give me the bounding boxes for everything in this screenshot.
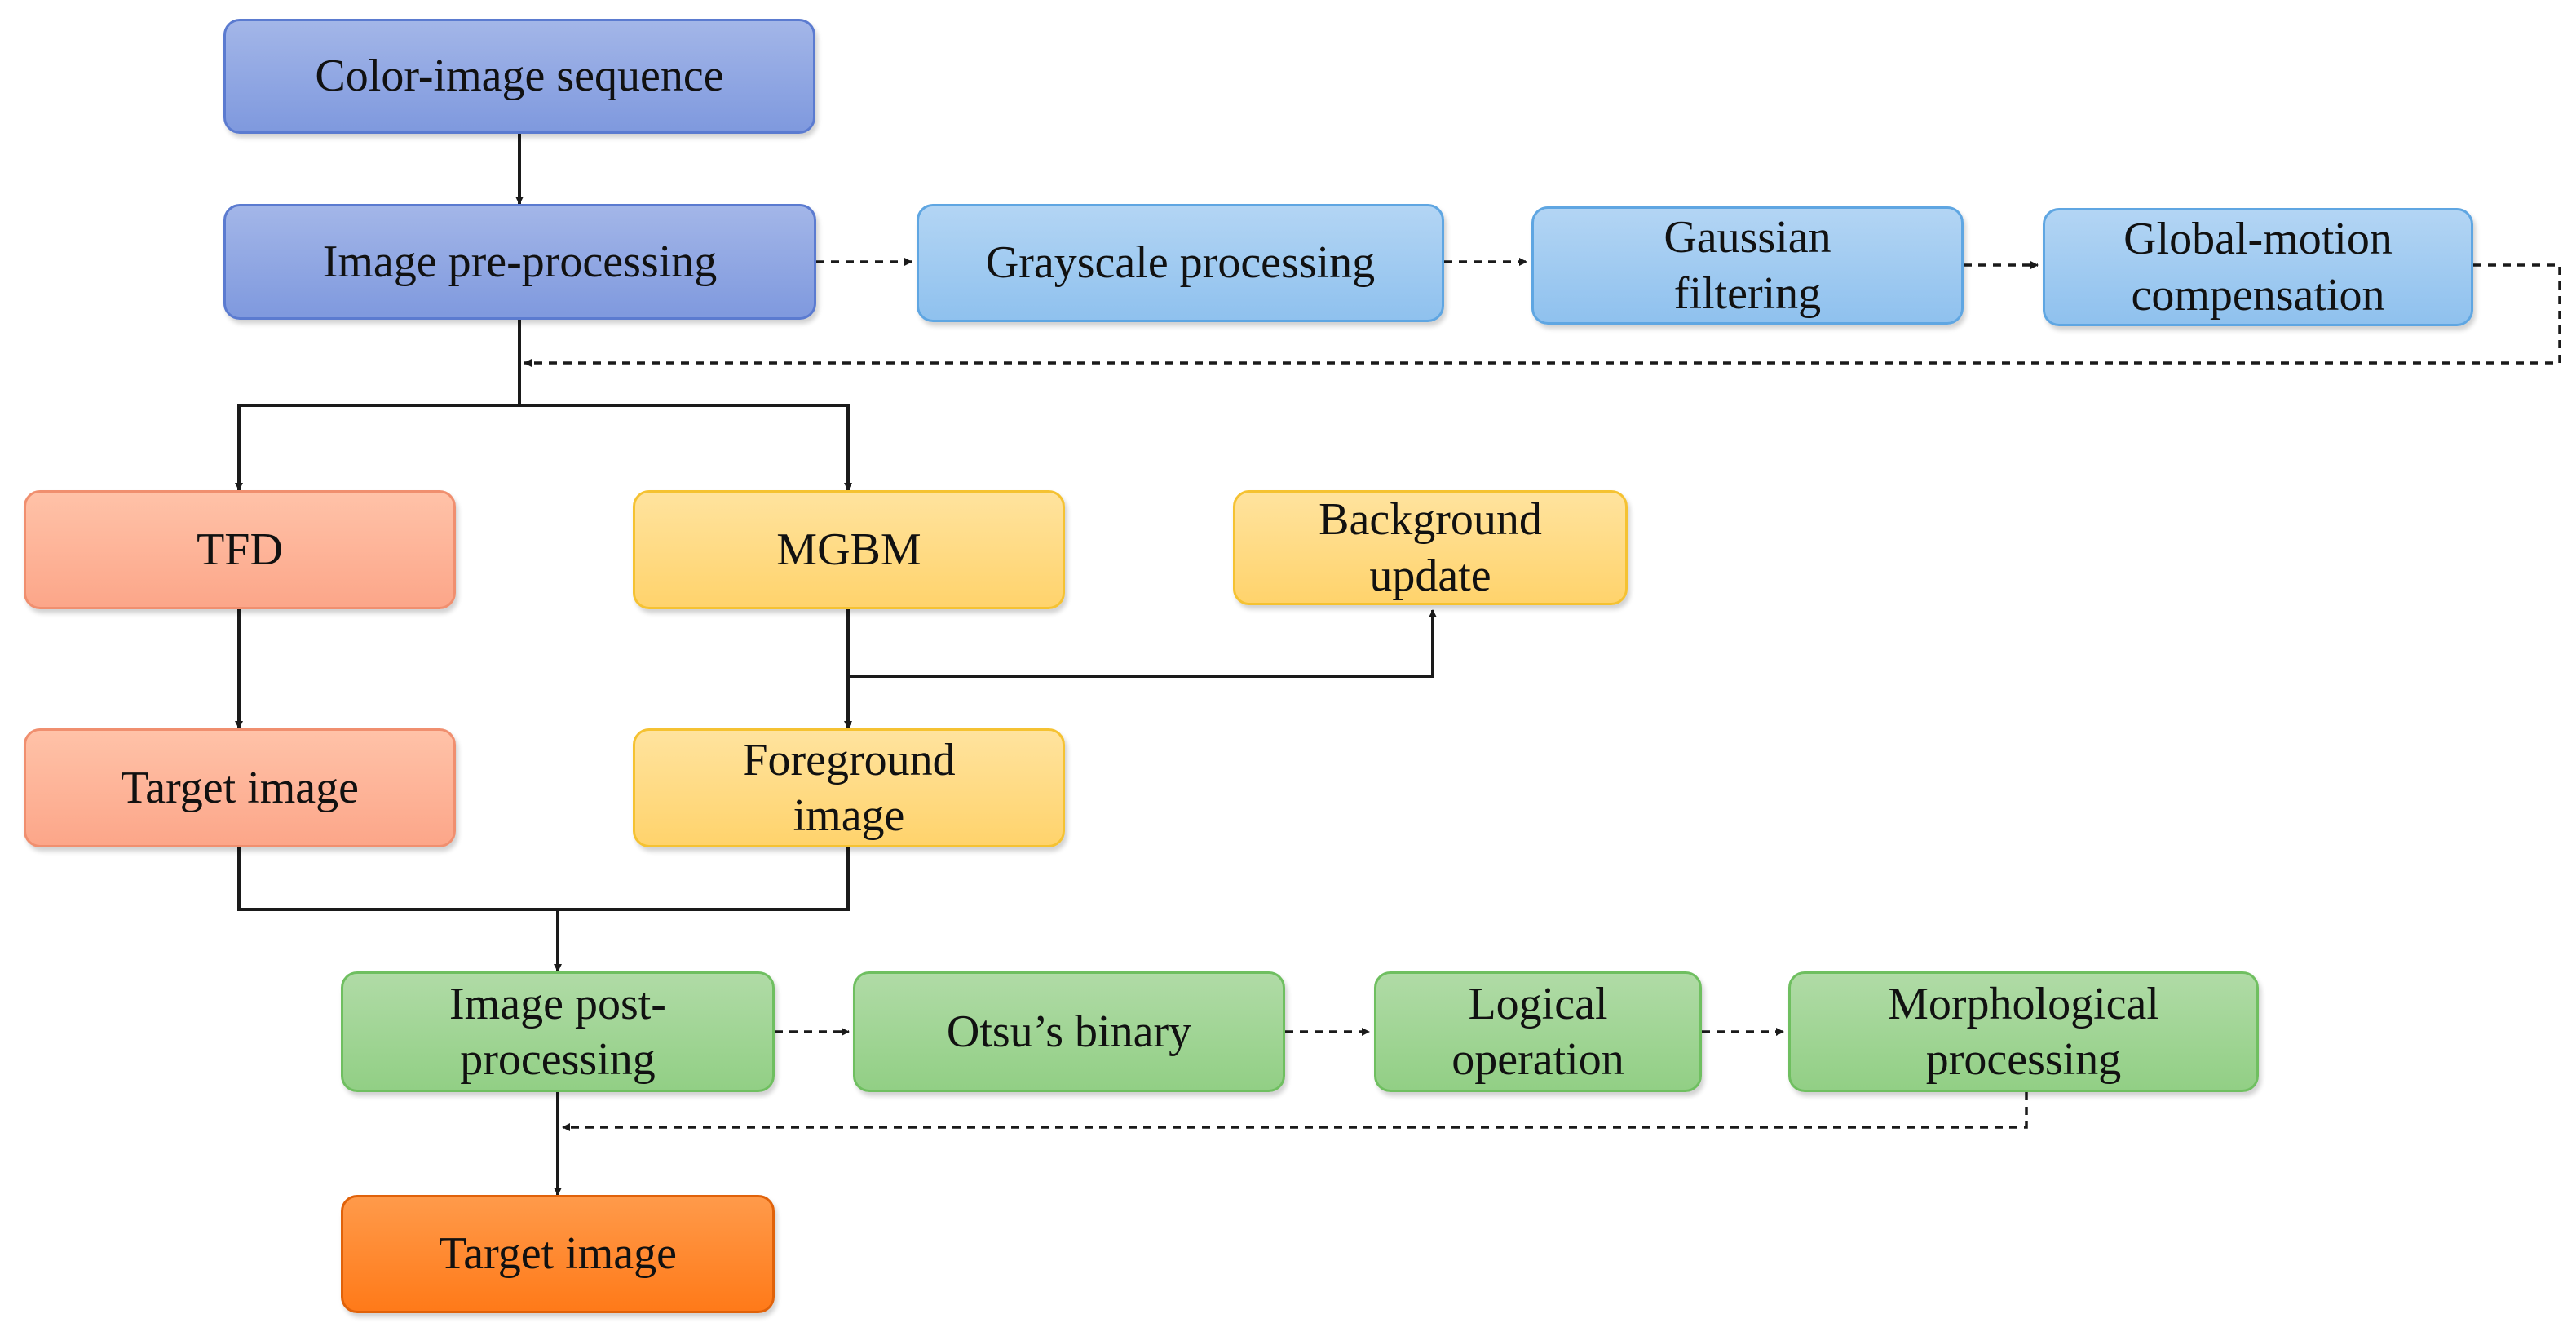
arrow-mgbm-to-background-update xyxy=(848,609,1437,678)
image-preprocessing-label: Image pre-processing xyxy=(322,236,718,287)
background-update-box: Background update xyxy=(1233,490,1628,605)
otsu-binary-box: Otsu’s binary xyxy=(853,971,1285,1092)
foreground-image-box: Foreground image xyxy=(633,728,1065,847)
image-preprocessing-box: Image pre-processing xyxy=(223,204,816,320)
gaussian-filtering-label: Gaussian filtering xyxy=(1664,212,1831,319)
grayscale-processing-box: Grayscale processing xyxy=(917,204,1444,322)
grayscale-processing-label: Grayscale processing xyxy=(985,237,1376,289)
tfd-label: TFD xyxy=(197,524,283,575)
background-update-label: Background update xyxy=(1319,494,1542,601)
tfd-box: TFD xyxy=(24,490,456,609)
line-target-to-merge xyxy=(237,847,850,911)
target-image-final-box: Target image xyxy=(341,1195,775,1313)
gaussian-filtering-box: Gaussian filtering xyxy=(1531,206,1964,325)
arrow-split-to-tfd xyxy=(235,404,519,491)
foreground-image-label: Foreground image xyxy=(742,734,956,841)
target-image-final-label: Target image xyxy=(438,1228,678,1280)
arrow-morphological-back xyxy=(562,1092,2028,1131)
global-motion-compensation-label: Global-motion compensation xyxy=(2123,214,2393,321)
logical-operation-label: Logical operation xyxy=(1451,978,1624,1085)
mgbm-label: MGBM xyxy=(776,524,921,575)
morphological-processing-box: Morphological processing xyxy=(1788,971,2259,1092)
color-image-sequence-box: Color-image sequence xyxy=(223,19,815,134)
logical-operation-box: Logical operation xyxy=(1374,971,1702,1092)
target-image-tfd-label: Target image xyxy=(120,762,360,813)
otsu-binary-label: Otsu’s binary xyxy=(946,1006,1192,1057)
morphological-processing-label: Morphological processing xyxy=(1888,978,2159,1085)
global-motion-compensation-box: Global-motion compensation xyxy=(2043,208,2473,326)
arrow-split-to-mgbm xyxy=(519,404,852,491)
image-postprocessing-label: Image post-processing xyxy=(449,978,666,1085)
image-postprocessing-box: Image post-processing xyxy=(341,971,775,1092)
arrow-global-motion-back xyxy=(524,263,2561,367)
target-image-tfd-box: Target image xyxy=(24,728,456,847)
mgbm-box: MGBM xyxy=(633,490,1065,609)
color-image-sequence-label: Color-image sequence xyxy=(315,51,724,102)
